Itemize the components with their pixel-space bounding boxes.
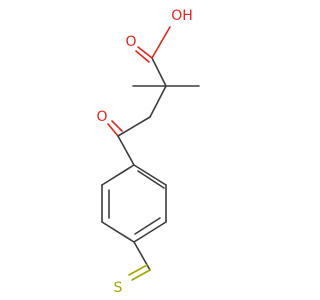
structure-canvas: OH O O S	[96, 8, 200, 296]
ring-bond-1-inner	[137, 170, 165, 189]
bond-c-s-double-b	[128, 264, 148, 276]
sulfur-label: S	[114, 280, 123, 296]
bond-c1-quaternary	[151, 57, 167, 87]
bond-c1-oh	[151, 26, 171, 59]
acid-oxygen-label: O	[125, 34, 136, 50]
bond-c-s-double-a	[131, 269, 151, 281]
bond-ch2-ketone	[117, 116, 151, 137]
ring-bond-6	[101, 164, 135, 186]
ring-bond-3	[133, 221, 167, 243]
molecule-structure: OH O O S	[96, 8, 200, 296]
bond-ketone-o-a	[107, 123, 119, 137]
hydroxyl-label: OH	[171, 8, 193, 24]
bond-ketone-o-b	[111, 120, 123, 132]
ring-bond-3-inner	[134, 217, 161, 235]
bond-quaternary-ch2	[149, 85, 167, 118]
ketone-oxygen-label: O	[96, 109, 107, 125]
bond-c1-o-double-a	[137, 46, 153, 59]
bond-c1-o-double-b	[135, 50, 150, 63]
bond-ketone-ring	[117, 135, 135, 166]
bond-ring-thioformyl	[133, 241, 151, 271]
ring-bond-1	[133, 164, 167, 186]
ring-bond-4	[101, 221, 135, 243]
